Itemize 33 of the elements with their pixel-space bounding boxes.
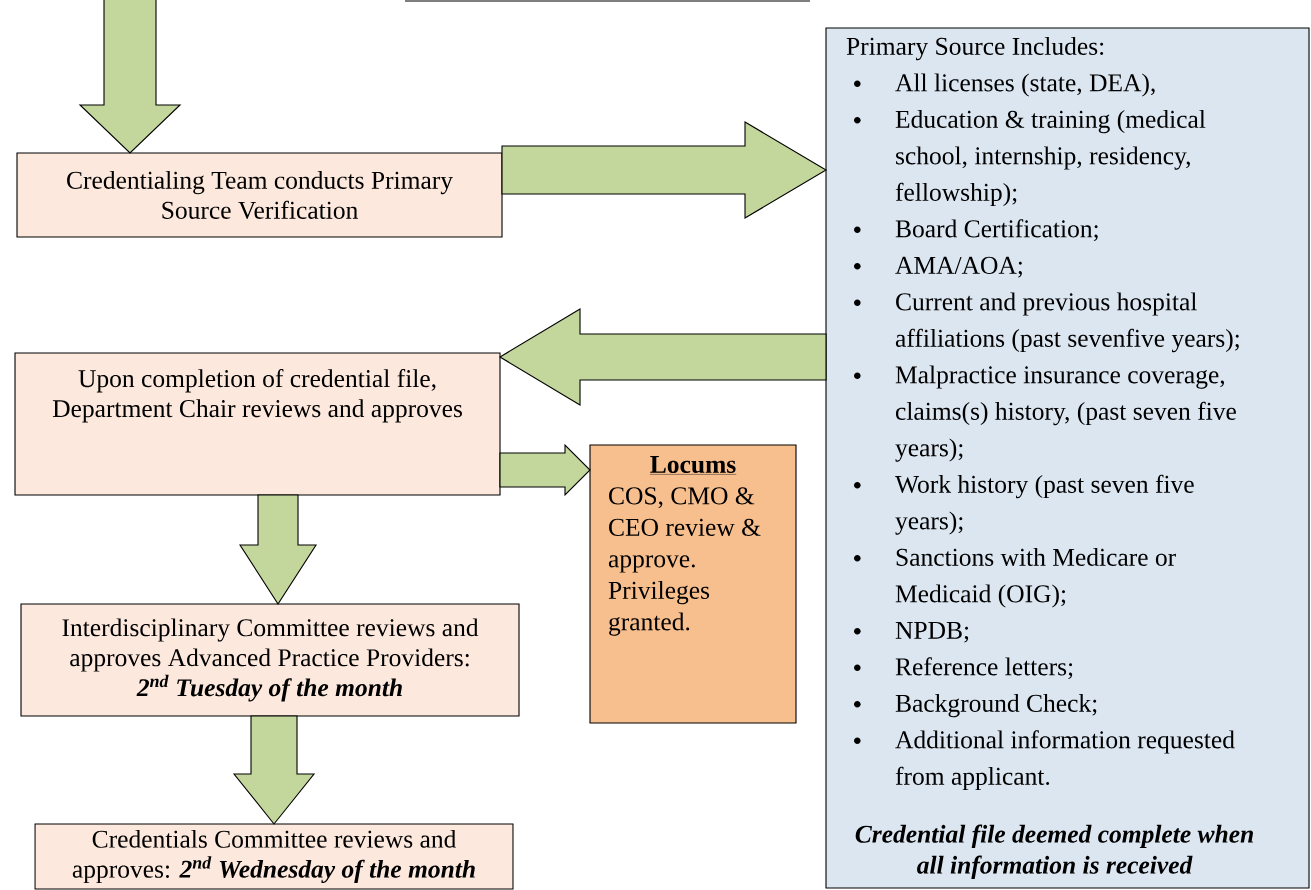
list-item: Background Check; [854, 694, 1097, 718]
list-item: Sanctions with Medicare or Medicaid (OIG); [854, 548, 1176, 608]
body-text: COS, CMO & CEO review & approve. Privileges granted. [608, 487, 761, 636]
process-box [16, 152, 503, 238]
step-text: Interdisciplinary Committee reviews and approves Advanced Practice Providers: [62, 618, 479, 672]
block-arrow [232, 715, 316, 825]
list-item: All licenses (state, DEA), [854, 73, 1155, 97]
note-box [589, 444, 797, 724]
list-item: Current and previous hospital affiliations (past sevenfive years); [854, 292, 1239, 353]
list-heading: Primary Source Includes: [846, 37, 1104, 61]
list-item: Additional information requested from applicant. [854, 730, 1235, 791]
list-item: Reference letters; [854, 657, 1073, 680]
block-arrow [239, 494, 317, 605]
block-arrow [498, 308, 827, 406]
list-item: Work history (past seven five years); [854, 474, 1194, 535]
step-text: Credentialing Team conducts Primary Source Verification [67, 170, 453, 220]
step-text: Upon completion of credential file, Department Chair reviews and approves [52, 369, 462, 423]
step-text: Credentials Committee reviews and approves: 2$^{nd}$ Wednesday of the month [72, 829, 475, 884]
block-arrow [499, 443, 591, 497]
block-arrow [501, 121, 828, 219]
step-text: 2$^{nd}$ Tuesday of the month [136, 674, 402, 702]
list-item: AMA/AOA; [854, 256, 1022, 278]
list-item: Board Certification; [854, 219, 1098, 242]
block-arrow [78, 0, 182, 154]
list-item: NPDB; [854, 622, 969, 643]
heading: Locums [649, 456, 737, 475]
process-box [20, 603, 520, 717]
list-item: Malpractice insurance coverage, claims(s) history, (past seven five years); [854, 365, 1236, 462]
list-item: Education & training (medical school, internship, residency, fellowship); [854, 110, 1206, 207]
note: Credential file deemed complete when all information is received [855, 824, 1253, 879]
process-box [34, 823, 514, 890]
process-box [14, 352, 501, 496]
list-box [825, 27, 1310, 889]
